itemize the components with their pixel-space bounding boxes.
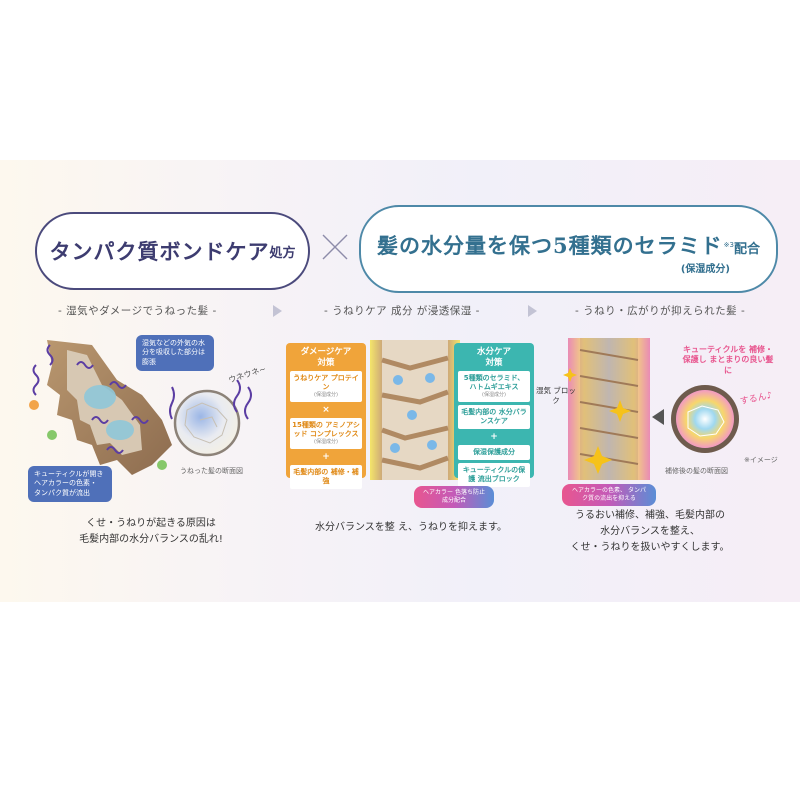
panel3-caption-line: 水分バランスを整え、 [600, 526, 700, 537]
repair-callout: キューティクルを 補修・保護し まとまりの良い髪に [682, 345, 774, 375]
item-text: 5種類のセラミド、 ハトムギエキス [463, 374, 525, 392]
arrow-right-icon [273, 305, 282, 317]
moisture-care-item: キューティクルの保護 流出ブロック [458, 463, 530, 488]
protein-bond-care-pill: タンパク質ボンドケア 処方 [35, 212, 310, 290]
color-fade-tag: ヘアカラー 色落ち防止成分配合 [414, 486, 494, 508]
panel3-caption-line: くせ・うねりを扱いやすくします。 [570, 542, 730, 553]
damage-care-title: ダメージケア 対策 [286, 343, 366, 368]
moisture-care-title: 水分ケア 対策 [454, 343, 534, 368]
damaged-hair-illustration [29, 340, 252, 480]
right-pill-title: 髪の水分量を保つ5種類のセラミド [377, 233, 723, 258]
box-title-line: ダメージケア [300, 347, 352, 357]
left-pill-title: タンパク質ボンドケア [49, 239, 270, 264]
repaired-cross-section [671, 385, 739, 453]
times-symbol: × [322, 404, 330, 415]
box-title-line: 水分ケア [476, 347, 511, 357]
moisture-care-item: 保湿保護成分 [458, 445, 530, 461]
cuticle-callout: キューティクルが開き ヘアカラーの色素・ タンパク質が流出 [28, 466, 112, 503]
damage-care-item: 15種類の アミノアシッド コンプレックス (保湿成分) [290, 417, 362, 449]
item-text: うねりケア プロテイン [293, 374, 359, 392]
item-text: 15種類の アミノアシッド コンプレックス [292, 420, 360, 439]
right-pill-suffix: 配合 [733, 242, 760, 257]
arrow-left-icon [652, 409, 664, 425]
panel1-caption: くせ・うねりが起きる原因は 毛髪内部の水分バランスの乱れ! [56, 516, 246, 548]
damage-care-item: うねりケア プロテイン (保湿成分) [290, 371, 362, 402]
moisture-care-item: 5種類のセラミド、 ハトムギエキス (保湿成分) [458, 371, 530, 402]
damage-care-item: 毛髪内部の 補修・補強 [290, 464, 362, 489]
item-note: (保湿成分) [482, 392, 506, 399]
moisture-block-label: 湿気 ブロック [536, 386, 576, 405]
panel1-caption-line: くせ・うねりが起きる原因は [86, 518, 216, 529]
hair-strand-illustration [370, 340, 460, 480]
repaired-hair-illustration [563, 338, 650, 480]
cross-section-label: うねった髪の断面図 [180, 467, 243, 475]
box-title-line: 対策 [485, 357, 503, 368]
moisture-care-item: 毛髪内部の 水分バランスケア [458, 404, 530, 430]
damage-care-box: ダメージケア 対策 うねりケア プロテイン (保湿成分) × 15種類の アミノ… [286, 343, 366, 489]
panel2-caption: 水分バランスを整 え、うねりを抑えます。 [315, 522, 507, 533]
left-pill-suffix: 処方 [269, 245, 296, 261]
panel1-heading: - 湿気やダメージでうねった髪 - [58, 305, 217, 317]
plus-symbol: + [490, 432, 498, 443]
image-note: ※イメージ [744, 456, 778, 464]
panel3-heading: - うねり・広がりが抑えられた髪 - [575, 305, 746, 317]
right-pill-note: ※3 [723, 240, 734, 249]
color-protect-tag: ヘアカラーの色素、 タンパク質の流出を抑える [562, 484, 656, 506]
plus-symbol: + [322, 451, 330, 462]
item-note: (保湿成分) [314, 439, 338, 446]
panel1-caption-line: 毛髪内部の水分バランスの乱れ! [79, 534, 223, 545]
arrow-right-icon [528, 305, 537, 317]
swelling-callout: 湿気などの外気の水分を吸収した部分は膨張 [136, 335, 214, 372]
panel3-caption: うるおい補修、補強、毛髪内部の 水分バランスを整え、 くせ・うねりを扱いやすくし… [550, 508, 750, 556]
moisture-care-box: 水分ケア 対策 5種類のセラミド、 ハトムギエキス (保湿成分) 毛髪内部の 水… [454, 343, 534, 488]
ceramide-pill: 髪の水分量を保つ5種類のセラミド※3配合 (保湿成分) [359, 205, 778, 293]
panel2-heading: - うねりケア 成分 が浸透保湿 - [324, 305, 480, 317]
right-pill-subtitle: (保湿成分) [680, 264, 730, 275]
box-title-line: 対策 [317, 357, 335, 368]
repaired-section-label: 補修後の髪の断面図 [665, 467, 728, 475]
item-note: (保湿成分) [314, 392, 338, 399]
cross-icon [322, 234, 348, 260]
panel3-caption-line: うるおい補修、補強、毛髪内部の [575, 510, 725, 521]
